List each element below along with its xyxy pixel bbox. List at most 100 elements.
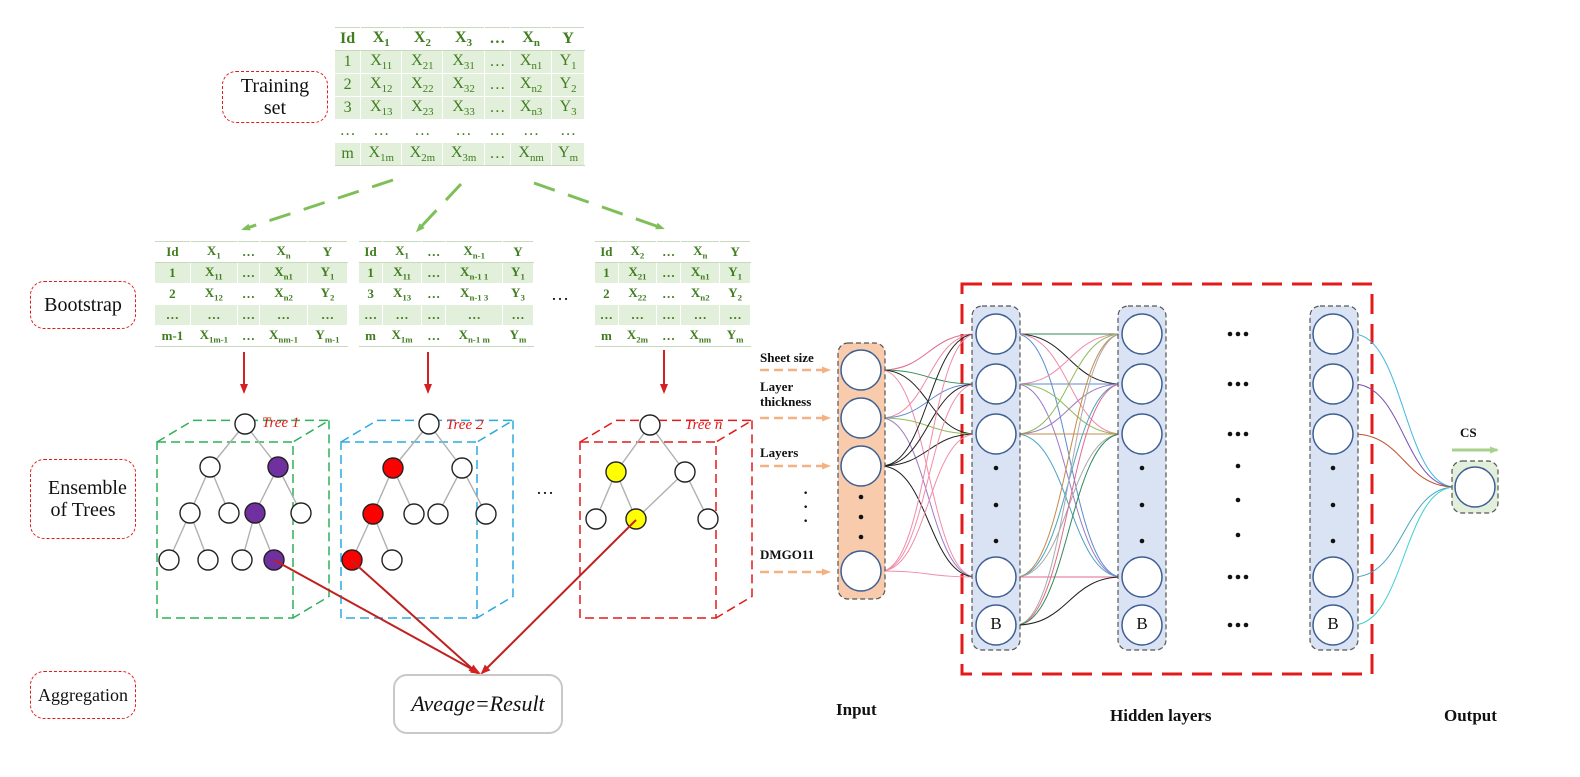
bias-node [975, 604, 1017, 646]
nn-connection [880, 383, 977, 572]
nn-connection [880, 383, 977, 467]
table-cell: Xn [510, 27, 553, 51]
cube-front [579, 441, 717, 619]
stage-ensemble-of-trees: Ensemble of Trees [30, 459, 136, 539]
nn-connection [1015, 333, 1123, 578]
tree-node [199, 456, 221, 478]
feature-layers: Layers [760, 445, 799, 460]
tree-node [674, 461, 696, 483]
hidden-node [975, 363, 1017, 405]
table-cell: X21 [618, 262, 658, 284]
table-cell: m [595, 325, 619, 347]
table-row: …………… [359, 304, 535, 326]
nn-connection [1352, 383, 1456, 488]
table-cell: … [421, 241, 447, 263]
nn-connection [880, 333, 977, 419]
bias-node-3: B [1327, 614, 1339, 633]
nn-connection [880, 433, 977, 572]
nn-connection [880, 333, 977, 371]
tree-1-label: Tree 1 [262, 415, 300, 431]
table-cell: Y [502, 241, 535, 263]
ellipsis-dot [993, 502, 999, 508]
table-cell: Ym [551, 142, 585, 166]
hidden-node [1312, 556, 1354, 598]
table-cell: Xnm-1 [259, 325, 308, 347]
ellipsis-dot [1243, 622, 1249, 628]
output-node [1454, 466, 1496, 508]
tree-node [475, 503, 497, 525]
nn-connection [880, 333, 977, 572]
table-cell: … [237, 283, 261, 305]
table-cell: … [484, 73, 512, 97]
nn-connections [880, 333, 1456, 626]
table-cell: Y1 [502, 262, 535, 284]
table-cell: Y [719, 241, 751, 263]
hidden-node [1121, 313, 1163, 355]
tree-node [179, 502, 201, 524]
stage-aggregation: Aggregation [30, 671, 136, 719]
table-cell: Id [335, 27, 362, 51]
table-cell: … [259, 304, 308, 326]
table-cell: … [359, 304, 384, 326]
table-cell: Y1 [719, 262, 751, 284]
tree-node [639, 414, 661, 436]
table-cell: m-1 [155, 325, 191, 347]
table-cell: Xn [259, 241, 308, 263]
hidden-node [1121, 413, 1163, 455]
hidden-node [975, 556, 1017, 598]
table-cell: Ym-1 [307, 325, 349, 347]
feature-layer-thickness: Layer thickness [760, 379, 812, 409]
tree-node [158, 549, 180, 571]
hidden-layers-frame [960, 282, 1374, 676]
tree-node [267, 456, 289, 478]
table-cell: Xn-1 1 [445, 262, 503, 284]
table-cell: X11 [382, 262, 422, 284]
table-cell: … [484, 50, 512, 74]
table-cell: 1 [595, 262, 619, 284]
nn-connection [880, 417, 977, 578]
output-cs-label: CS [1460, 425, 1477, 440]
ellipsis-dot [1139, 538, 1145, 544]
hidden-layer-3 [1309, 305, 1359, 651]
tree-node [585, 508, 607, 530]
hidden-axis-label: Hidden layers [1110, 706, 1212, 725]
nn-connection [1015, 333, 1123, 626]
table-cell: X1m [360, 142, 403, 166]
table-row: …………… [595, 304, 751, 326]
nn-connection [1352, 433, 1456, 488]
bootstrap-arrows [241, 178, 665, 233]
table-cell: m [359, 325, 384, 347]
table-cell: … [656, 325, 682, 347]
ellipsis-dot [1235, 431, 1241, 437]
table-cell: … [656, 304, 682, 326]
nn-connection [1352, 486, 1456, 626]
ellipsis-dot [1243, 331, 1249, 337]
tree-n-label: Tree n [685, 417, 723, 433]
tree-1 [158, 413, 312, 571]
table-cell: X32 [442, 73, 485, 97]
tree-node [234, 413, 256, 435]
tree-node [197, 549, 219, 571]
table-cell: Id [595, 241, 619, 263]
table-cell: … [680, 304, 721, 326]
table-cell: Xn1 [259, 262, 308, 284]
table-cell: … [237, 262, 261, 284]
ellipsis-dot [1227, 431, 1233, 437]
tree-node [427, 503, 449, 525]
ellipsis-dot [1235, 574, 1241, 580]
tree-cube-2 [340, 419, 516, 619]
table-cell: Ym [719, 325, 751, 347]
ellipsis-dot [1235, 463, 1241, 469]
nn-connection [880, 369, 977, 435]
table-cell: Y2 [551, 73, 585, 97]
table-cell: X1m [382, 325, 422, 347]
hidden-node [1121, 363, 1163, 405]
feature-dmgo11: DMGO11 [760, 547, 815, 562]
